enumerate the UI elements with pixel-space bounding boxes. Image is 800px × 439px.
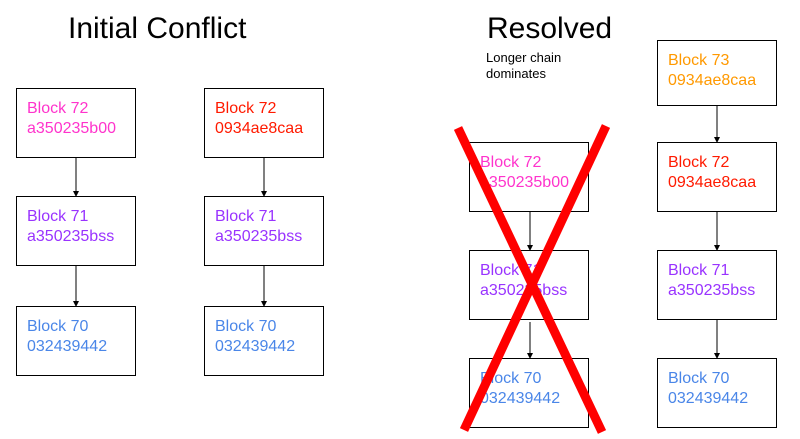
block-label: Block 70 (27, 318, 89, 335)
block-resolved-left-70: Block 70 032439442 (469, 358, 589, 428)
block-hash: 0934ae8caa (668, 174, 757, 191)
note-line-1: Longer chain (486, 50, 562, 65)
block-resolved-left-72: Block 72 a350235b00 (469, 142, 589, 212)
block-initial-left-72: Block 72 a350235b00 (16, 88, 136, 158)
block-label: Block 70 (215, 318, 277, 335)
block-hash: 032439442 (668, 390, 749, 407)
block-initial-left-70: Block 70 032439442 (16, 306, 136, 376)
block-hash: a350235bss (215, 228, 303, 245)
block-label: Block 72 (27, 100, 89, 117)
title-resolved: Resolved (487, 12, 613, 45)
block-label: Block 73 (668, 52, 730, 69)
block-hash: a350235bss (27, 228, 115, 245)
block-label: Block 71 (215, 208, 277, 225)
block-hash: a350235bss (668, 282, 756, 299)
note-line-2: dominates (486, 66, 546, 81)
block-initial-right-70: Block 70 032439442 (204, 306, 324, 376)
block-hash: 0934ae8caa (215, 120, 304, 137)
title-initial-conflict: Initial Conflict (68, 12, 247, 45)
block-label: Block 70 (668, 370, 730, 387)
block-hash: 032439442 (480, 390, 561, 407)
block-hash: a350235bss (480, 282, 568, 299)
block-initial-right-71: Block 71 a350235bss (204, 196, 324, 266)
block-hash: 032439442 (215, 338, 296, 355)
block-hash: 0934ae8caa (668, 72, 757, 89)
block-label: Block 71 (27, 208, 89, 225)
block-label: Block 72 (668, 154, 730, 171)
block-label: Block 71 (668, 262, 730, 279)
block-resolved-left-71: Block 71 a350235bss (469, 250, 589, 320)
block-hash: a350235b00 (480, 174, 569, 191)
block-initial-right-72: Block 72 0934ae8caa (204, 88, 324, 158)
block-hash: 032439442 (27, 338, 108, 355)
note-longer-chain: Longer chain dominates (486, 50, 561, 82)
block-resolved-right-71: Block 71 a350235bss (657, 250, 777, 320)
block-label: Block 72 (480, 154, 542, 171)
block-resolved-right-72: Block 72 0934ae8caa (657, 142, 777, 212)
block-label: Block 70 (480, 370, 542, 387)
block-resolved-right-70: Block 70 032439442 (657, 358, 777, 428)
block-hash: a350235b00 (27, 120, 116, 137)
block-label: Block 71 (480, 262, 542, 279)
block-label: Block 72 (215, 100, 277, 117)
block-resolved-right-73: Block 73 0934ae8caa (657, 40, 777, 106)
block-initial-left-71: Block 71 a350235bss (16, 196, 136, 266)
